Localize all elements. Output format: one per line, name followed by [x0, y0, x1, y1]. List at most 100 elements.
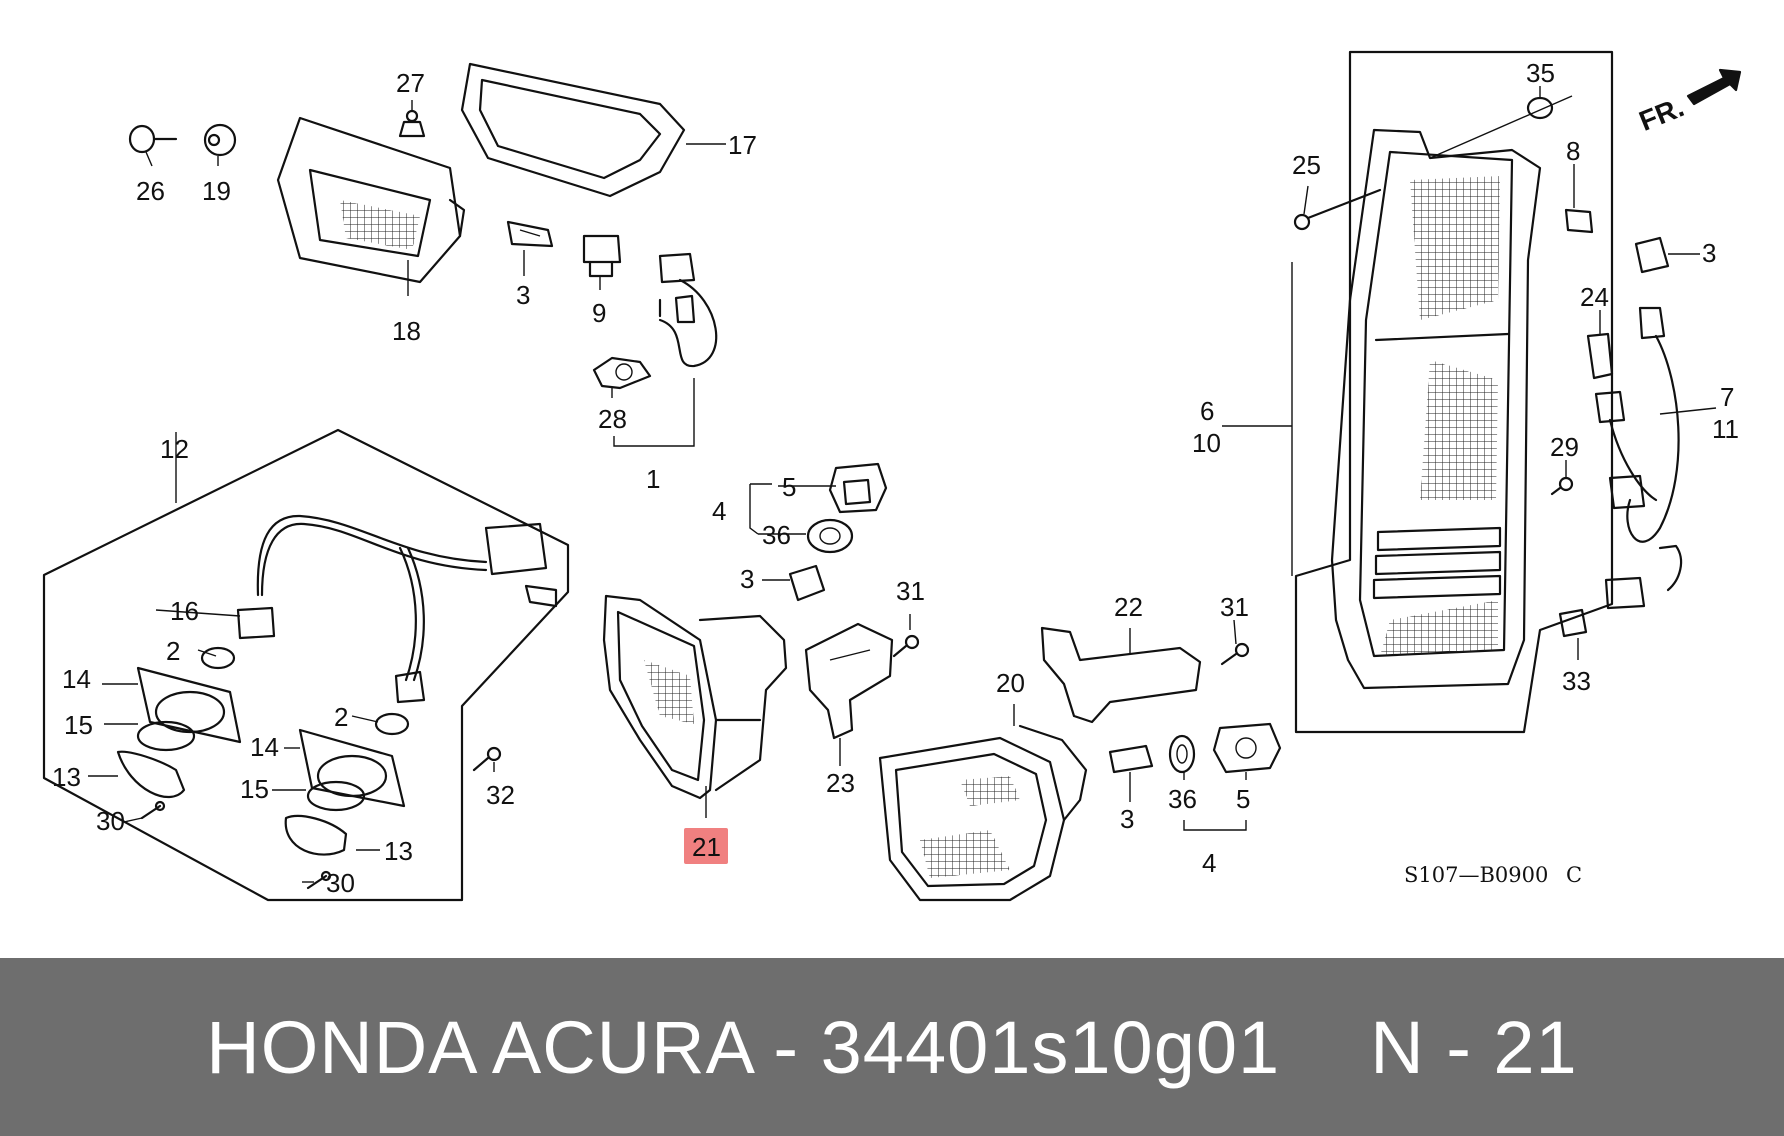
cover-17 — [460, 62, 686, 198]
part-label[interactable]: 29 — [1550, 432, 1579, 462]
part-label[interactable]: 13 — [384, 836, 413, 866]
bulb-2-b — [374, 712, 410, 736]
part-label[interactable]: 1 — [646, 464, 660, 494]
part-label[interactable]: 22 — [1114, 592, 1143, 622]
screw-30-a — [140, 800, 166, 820]
part-label[interactable]: 2 — [166, 636, 180, 666]
part-label[interactable]: 28 — [598, 404, 627, 434]
part-label[interactable]: 15 — [240, 774, 269, 804]
part-label[interactable]: 20 — [996, 668, 1025, 698]
highlight-box — [684, 828, 728, 864]
diagram-code-suffix: C — [1566, 863, 1582, 887]
direction-label: FR. — [1635, 91, 1688, 137]
part-label[interactable]: 2 — [334, 702, 348, 732]
gasket-15-a — [136, 720, 196, 752]
base-14-a — [136, 666, 242, 744]
part-label[interactable]: 3 — [1120, 804, 1134, 834]
part-label[interactable]: 25 — [1292, 150, 1321, 180]
part-label[interactable]: 14 — [62, 664, 91, 694]
part-label[interactable]: 6 — [1200, 396, 1214, 426]
bolt-25 — [1293, 188, 1382, 231]
part-labels: 27 26 19 17 18 3 9 28 1 12 16 2 14 15 13… — [52, 58, 1739, 898]
part-label[interactable]: 17 — [728, 130, 757, 160]
harness-1 — [658, 252, 718, 368]
socket-9 — [582, 234, 622, 278]
part-label[interactable]: 3 — [516, 280, 530, 310]
footer-bar: HONDA ACURA - 34401s10g01 N - 21 — [0, 958, 1784, 1136]
footer-part-ref: N - 21 — [1370, 1005, 1578, 1089]
bracket-4-right — [1183, 820, 1247, 831]
part-label[interactable]: 33 — [1562, 666, 1591, 696]
screw-30-b — [306, 870, 332, 890]
clip-29 — [1550, 476, 1574, 496]
highlighted-part-label-21[interactable]: 21 — [684, 828, 728, 864]
clamp-28 — [592, 356, 652, 390]
license-light-box-12 — [42, 428, 570, 902]
leader-lines — [88, 86, 1717, 883]
front-direction-arrow-icon — [1686, 68, 1742, 106]
gasket-36-center — [806, 518, 854, 554]
part-label[interactable]: 36 — [762, 520, 791, 550]
tail-light-6-10 — [1330, 128, 1542, 690]
part-label[interactable]: 30 — [326, 868, 355, 898]
diagram-code: S107—B0900 — [1404, 863, 1548, 887]
part-label[interactable]: 5 — [782, 472, 796, 502]
part-label[interactable]: 26 — [136, 176, 165, 206]
part-label[interactable]: 3 — [740, 564, 754, 594]
part-label[interactable]: 31 — [896, 576, 925, 606]
part-label[interactable]: 36 — [1168, 784, 1197, 814]
part-label[interactable]: 5 — [1236, 784, 1250, 814]
bulb-3-center — [788, 564, 826, 602]
clip-26 — [128, 124, 178, 154]
part-label[interactable]: 7 — [1720, 382, 1734, 412]
socket-5-right — [1212, 722, 1282, 774]
bracket-4-center — [749, 483, 772, 535]
part-label[interactable]: 19 — [202, 176, 231, 206]
bulb-24 — [1586, 332, 1614, 380]
part-label[interactable]: 3 — [1702, 238, 1716, 268]
gasket-15-b — [306, 780, 366, 812]
socket-harness-7-11 — [1594, 306, 1680, 543]
part-label[interactable]: 15 — [64, 710, 93, 740]
part-label[interactable]: 4 — [1202, 848, 1216, 878]
parts-diagram: FR. — [42, 50, 1742, 902]
screw-31-a — [892, 634, 920, 658]
bulb-2-a — [200, 646, 236, 670]
license-light-harness — [256, 514, 558, 682]
footer-part-title: HONDA ACURA - 34401s10g01 — [206, 1005, 1281, 1089]
part-label[interactable]: 23 — [826, 768, 855, 798]
part-label[interactable]: 27 — [396, 68, 425, 98]
part-label[interactable]: 8 — [1566, 136, 1580, 166]
part-label[interactable]: 10 — [1192, 428, 1221, 458]
lens-13-a — [116, 750, 186, 799]
socket-5-center — [828, 462, 888, 514]
part-label[interactable]: 12 — [160, 434, 189, 464]
socket-16 — [236, 606, 276, 640]
part-label[interactable]: 30 — [96, 806, 125, 836]
socket-left-b — [394, 670, 426, 704]
clip-8 — [1564, 208, 1594, 234]
lens-13-b — [284, 814, 348, 856]
bracket-1 — [613, 378, 695, 447]
washer-35 — [1429, 95, 1573, 159]
part-label[interactable]: 4 — [712, 496, 726, 526]
part-label[interactable]: 16 — [170, 596, 199, 626]
screw-31-b — [1220, 642, 1250, 666]
bulb-33-socket — [1558, 544, 1683, 638]
part-label[interactable]: 18 — [392, 316, 421, 346]
part-label[interactable]: 13 — [52, 762, 81, 792]
part-label[interactable]: 24 — [1580, 282, 1609, 312]
screw-32 — [472, 746, 502, 772]
part-label[interactable]: 14 — [250, 732, 279, 762]
bracket-23 — [804, 622, 894, 740]
part-label[interactable]: 32 — [486, 780, 515, 810]
part-label[interactable]: 11 — [1712, 414, 1739, 444]
bracket-22 — [1040, 626, 1202, 724]
grommet-19 — [203, 123, 237, 157]
part-label[interactable]: 35 — [1526, 58, 1555, 88]
base-14-b — [298, 728, 406, 808]
part-label[interactable]: 31 — [1220, 592, 1249, 622]
side-light-20 — [878, 724, 1088, 902]
clip-27 — [398, 109, 426, 138]
part-label[interactable]: 9 — [592, 298, 606, 328]
